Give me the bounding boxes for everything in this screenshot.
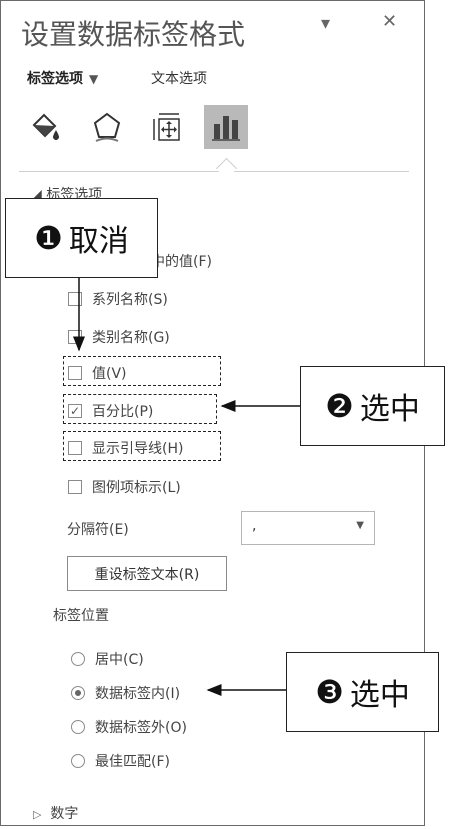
size-properties-icon[interactable]: [145, 105, 189, 149]
callout-text: 选中: [349, 678, 410, 713]
radio-circle[interactable]: [71, 686, 85, 700]
radio-circle[interactable]: [71, 754, 85, 768]
checkbox-legend-key[interactable]: 图例项标示(L): [68, 477, 181, 497]
collapse-triangle-icon: ◢: [31, 187, 42, 203]
checkbox-label: 系列名称(S): [92, 292, 168, 308]
close-icon[interactable]: ✕: [382, 11, 398, 32]
checkbox-label: 显示引导线(H): [92, 441, 184, 457]
checkbox-box[interactable]: [68, 366, 82, 380]
tab-label-options[interactable]: 标签选项 ▼: [27, 68, 98, 88]
radio-center[interactable]: 居中(C): [71, 649, 144, 669]
checkbox-label: 值(V): [92, 366, 127, 382]
chevron-down-icon: ▼: [89, 72, 99, 86]
radio-label: 数据标签外(O): [95, 720, 187, 736]
chevron-down-icon: ▼: [356, 520, 364, 531]
callout-text: 取消: [68, 224, 129, 259]
radio-label: 居中(C): [95, 652, 144, 668]
callout-text: 选中: [359, 392, 420, 427]
checkmark-icon: ✓: [69, 404, 81, 418]
pane-options-dropdown-icon[interactable]: ▾: [321, 13, 331, 34]
callout-number: ❸: [315, 673, 344, 711]
expand-triangle-icon: ▷: [33, 808, 42, 821]
separator-label: 分隔符(E): [67, 522, 129, 538]
highlight-box-value: [63, 356, 221, 386]
checkbox-label: 类别名称(G): [92, 330, 170, 346]
highlight-box-leader-lines: [63, 431, 221, 461]
pane-title: 设置数据标签格式: [21, 18, 246, 51]
checkbox-box[interactable]: [68, 441, 82, 455]
radio-circle[interactable]: [71, 652, 85, 666]
radio-label: 数据标签内(I): [95, 686, 181, 702]
highlight-box-percentage: [63, 394, 217, 424]
callout-select-percentage: ❷ 选中: [300, 366, 445, 446]
tab-label-options-label: 标签选项: [27, 71, 83, 87]
tab-text-options[interactable]: 文本选项: [151, 71, 207, 87]
reset-label-text-button[interactable]: 重设标签文本(R): [67, 556, 227, 591]
fill-line-icon[interactable]: [23, 105, 67, 149]
radio-circle[interactable]: [71, 720, 85, 734]
callout-cancel: ❶ 取消: [5, 198, 158, 278]
checkbox-label: 图例项标示(L): [92, 480, 181, 496]
checkbox-box[interactable]: [68, 480, 82, 494]
number-heading: 数字: [50, 806, 79, 822]
separator-dropdown[interactable]: , ▼: [241, 511, 375, 545]
radio-dot: [75, 690, 81, 696]
radio-inside-end[interactable]: 数据标签内(I): [71, 683, 180, 703]
radio-label: 最佳匹配(F): [95, 754, 170, 770]
callout-select-inside-end: ❸ 选中: [286, 652, 439, 732]
number-section[interactable]: ▷ 数字: [33, 803, 78, 823]
effects-icon[interactable]: [85, 105, 129, 149]
radio-outside-end[interactable]: 数据标签外(O): [71, 717, 187, 737]
checkbox-label: 百分比(P): [92, 404, 154, 420]
checkbox-box[interactable]: ✓: [68, 404, 82, 418]
callout-number: ❷: [325, 387, 354, 425]
label-contains-heading: 中的值(F): [151, 254, 212, 270]
checkbox-value[interactable]: 值(V): [68, 363, 127, 383]
tab-separator: [19, 171, 409, 172]
separator-value: ,: [252, 518, 257, 534]
label-position-heading: 标签位置: [53, 608, 109, 624]
callout-number: ❶: [34, 219, 63, 257]
checkbox-percentage[interactable]: ✓ 百分比(P): [68, 401, 153, 421]
label-options-icon[interactable]: [204, 105, 248, 149]
radio-best-fit[interactable]: 最佳匹配(F): [71, 751, 170, 771]
checkbox-show-leader-lines[interactable]: 显示引导线(H): [68, 438, 183, 458]
